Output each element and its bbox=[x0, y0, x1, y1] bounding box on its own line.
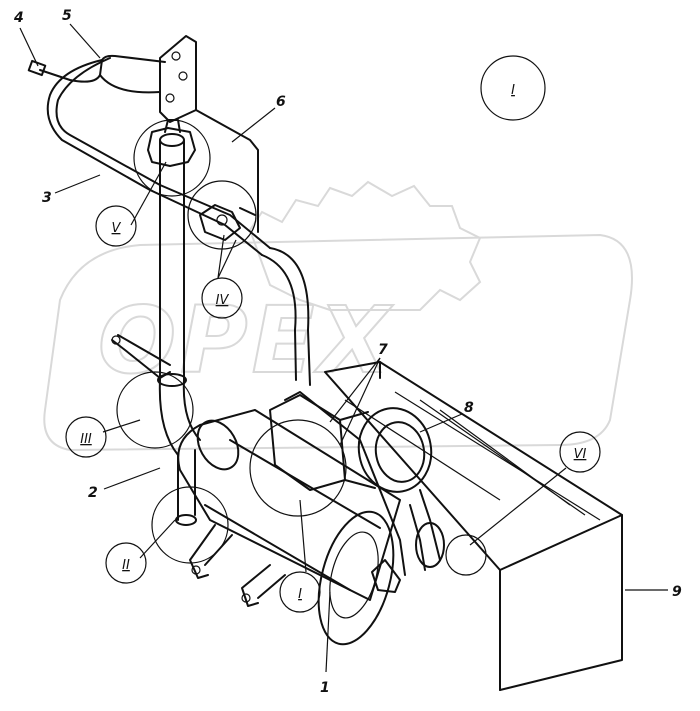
view-labels: I V IV III II I VI bbox=[65, 55, 601, 613]
pump-assembly bbox=[269, 391, 445, 593]
callout-1: 1 bbox=[320, 680, 330, 696]
callout-3: 3 bbox=[42, 190, 52, 206]
callout-8: 8 bbox=[464, 400, 474, 416]
view-marker-i-top bbox=[480, 55, 546, 121]
vertical-pipe bbox=[111, 139, 201, 526]
watermark: OPEX bbox=[43, 180, 633, 452]
callout-7: 7 bbox=[378, 342, 388, 358]
view-marker-ii bbox=[105, 542, 147, 584]
watermark-text: OPEX bbox=[98, 287, 393, 394]
detail-circle-v bbox=[133, 119, 211, 197]
view-marker-iv bbox=[201, 277, 243, 319]
view-label-ii: II bbox=[122, 558, 130, 573]
view-label-iv: IV bbox=[216, 293, 230, 308]
detail-circle-i bbox=[249, 419, 347, 517]
watermark-shield bbox=[43, 233, 633, 452]
callout-numbers: 4 5 6 3 2 7 8 9 1 bbox=[13, 8, 682, 696]
view-marker-vi bbox=[559, 431, 601, 473]
detail-circle-ii bbox=[151, 486, 229, 564]
detail-circle-iv bbox=[187, 180, 257, 250]
view-marker-iii bbox=[65, 416, 107, 458]
watermark-gear bbox=[248, 180, 482, 311]
tank bbox=[324, 361, 623, 691]
view-label-vi: VI bbox=[574, 447, 587, 462]
callout-2: 2 bbox=[88, 485, 98, 501]
view-marker-v bbox=[95, 205, 137, 247]
view-label-v: V bbox=[112, 221, 122, 236]
view-label-iii: III bbox=[80, 432, 92, 447]
callout-6: 6 bbox=[276, 94, 286, 110]
view-marker-i-low bbox=[279, 571, 321, 613]
mounting-brackets bbox=[189, 524, 286, 607]
fitting-iv bbox=[199, 204, 256, 241]
leader-lines bbox=[19, 23, 668, 673]
view-label-i-low: I bbox=[298, 587, 302, 602]
detail-circles bbox=[116, 119, 487, 576]
callout-4: 4 bbox=[13, 10, 24, 26]
mounting-plate bbox=[159, 35, 259, 233]
callout-5: 5 bbox=[62, 8, 72, 24]
fuel-line bbox=[27, 54, 311, 386]
view-label-i-top: I bbox=[511, 83, 515, 98]
detail-circle-vi bbox=[445, 534, 487, 576]
filler-cap bbox=[147, 119, 196, 167]
detail-circle-iii bbox=[116, 371, 194, 449]
callout-9: 9 bbox=[672, 584, 682, 600]
